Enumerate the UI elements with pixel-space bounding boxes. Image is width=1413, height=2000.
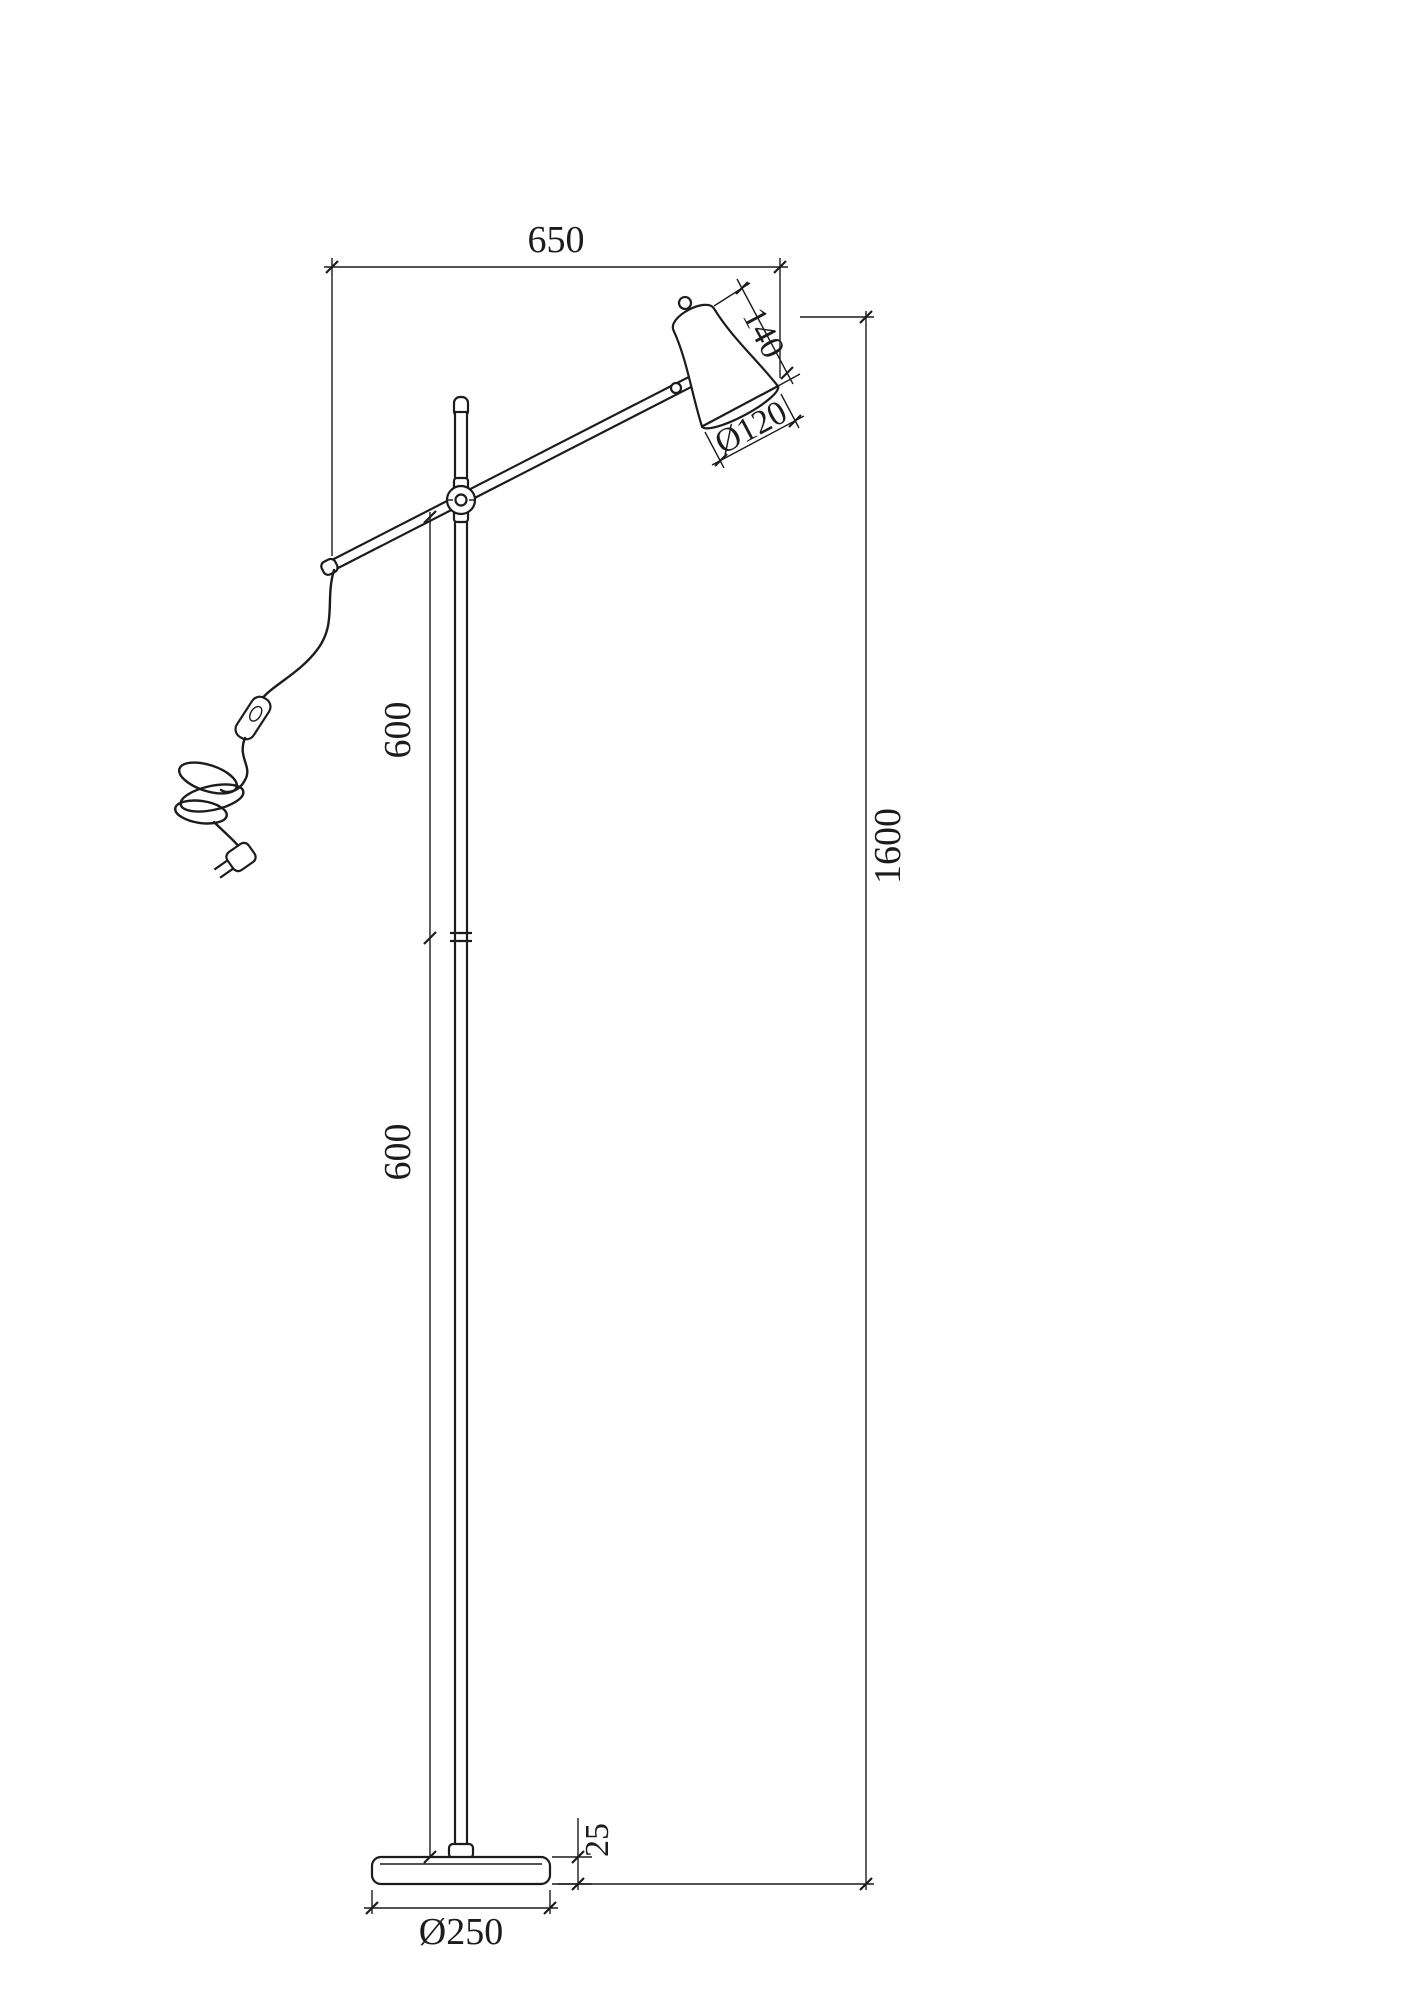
dim-650-label: 650 <box>528 219 585 261</box>
tick-mark <box>325 260 339 274</box>
arm-tube <box>327 375 697 571</box>
shade-knob <box>677 295 693 311</box>
plug-prong <box>213 859 229 871</box>
lamp-arm <box>320 375 697 576</box>
inline-switch <box>234 695 272 741</box>
dimension-650: 650 <box>324 219 788 556</box>
dim-600-upper-label: 600 <box>377 702 419 759</box>
extension-line <box>777 373 801 387</box>
shade-body <box>671 303 780 429</box>
tick-mark <box>714 453 728 467</box>
power-plug <box>213 841 257 879</box>
plug-prong <box>219 867 234 879</box>
dimension-600-lower: 600 <box>377 938 437 1864</box>
pole-body <box>453 410 469 1859</box>
cord-coil <box>174 761 245 825</box>
tick-mark <box>423 510 437 524</box>
tick-mark <box>859 310 873 324</box>
dim-600-lower-label: 600 <box>377 1124 419 1181</box>
tick-mark <box>423 1850 437 1864</box>
dimension-1600: 1600 <box>558 310 909 1891</box>
tick-mark <box>780 366 794 380</box>
extension-line <box>780 393 800 429</box>
tick-mark <box>365 1901 379 1915</box>
cord-loop <box>174 799 228 825</box>
power-cord <box>219 736 249 794</box>
extension-line <box>704 431 725 469</box>
dimension-line <box>736 278 794 385</box>
plug-body <box>225 841 257 873</box>
dimension-25: 25 <box>552 1818 616 1891</box>
power-cord-assembly <box>174 568 336 879</box>
cord-loop <box>179 783 245 813</box>
base-plate <box>370 1855 552 1886</box>
switch-body <box>234 695 272 741</box>
power-cord <box>259 568 336 702</box>
pivot-knob-center <box>454 493 468 507</box>
tick-mark <box>543 1901 557 1915</box>
lamp-base <box>370 1855 552 1886</box>
power-cord <box>212 820 242 850</box>
tick-mark <box>859 1877 873 1891</box>
cord-loop <box>177 761 239 795</box>
lamp-pole <box>447 395 475 1860</box>
dim-1600-label: 1600 <box>867 808 909 884</box>
switch-button <box>248 705 263 722</box>
dimension-line <box>711 415 805 466</box>
pivot-joint <box>445 476 477 524</box>
arm-shade-joint <box>669 381 683 395</box>
tick-mark <box>571 1877 585 1891</box>
lamp-shade <box>671 295 780 430</box>
tick-mark <box>571 1850 585 1864</box>
tick-mark <box>773 260 787 274</box>
dim-25-label: 25 <box>579 1823 616 1857</box>
shade-mouth <box>701 385 780 430</box>
tick-mark <box>735 281 749 295</box>
tick-mark <box>788 414 802 428</box>
dimension-diameter-250: Ø250 <box>364 1890 558 1953</box>
dim-diameter-250-label: Ø250 <box>419 1911 503 1953</box>
dimension-600-upper: 600 <box>377 510 437 945</box>
